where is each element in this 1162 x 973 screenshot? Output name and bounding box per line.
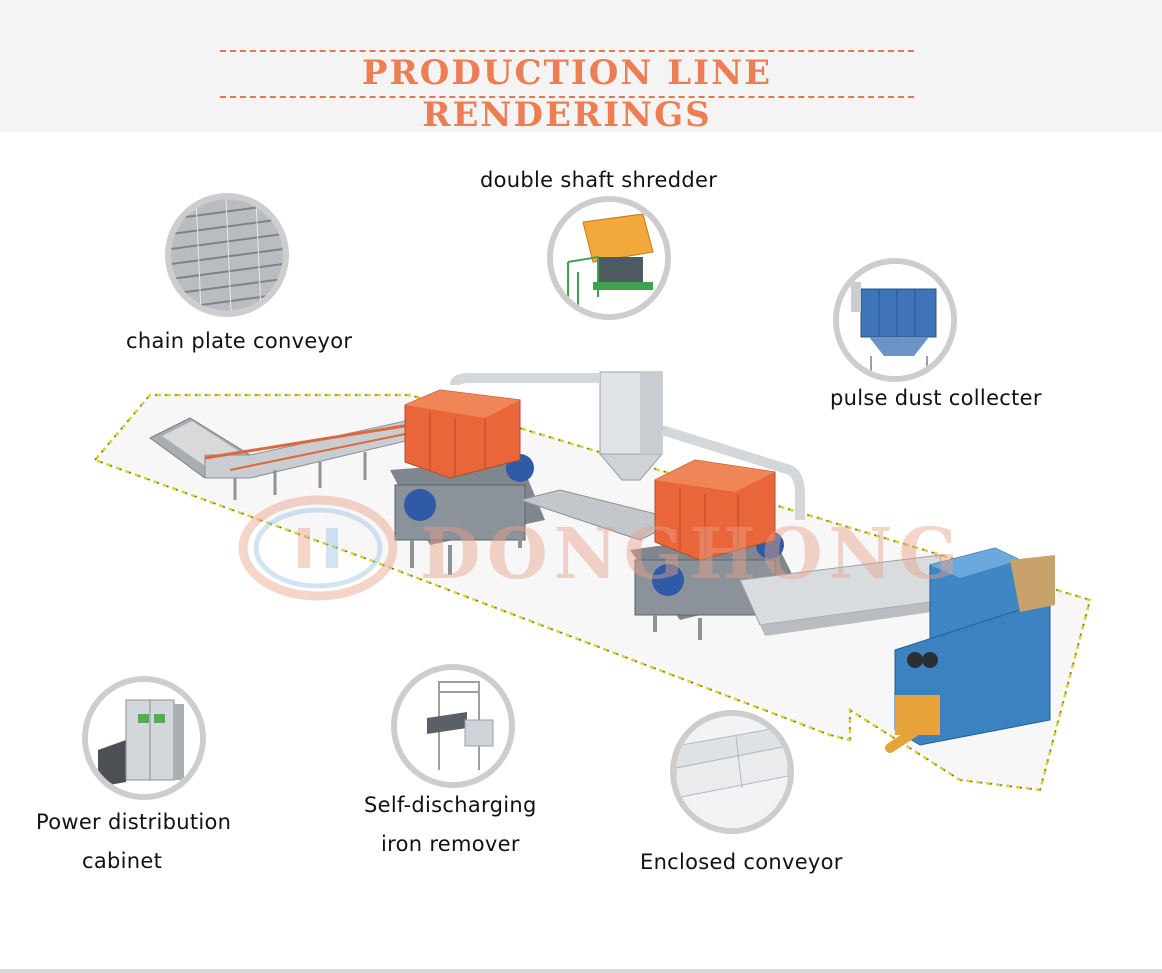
pulse-dust-collector-thumbnail [833,258,957,382]
dust-collector-image [839,264,951,376]
shredder-machine-1 [390,389,545,575]
iron-remover-label-line2: iron remover [381,832,520,856]
chain-plate-conveyor-label: chain plate conveyor [126,329,353,353]
floor-boundary [92,393,1092,792]
header-band [0,0,1162,132]
pulse-dust-collecter-label: pulse dust collecter [830,386,1042,410]
power-distribution-cabinet-thumbnail [82,676,206,800]
baler-machine [885,547,1055,753]
watermark-logo: DONGHONG [238,495,964,601]
iron-remover-thumbnail [391,664,515,788]
chain-plate-conveyor-machine [149,417,411,500]
power-distribution-label-line1: Power distribution [36,810,232,834]
chain-plate-image [171,199,283,311]
chain-plate-conveyor-thumbnail [165,193,289,317]
shredder-machine-2 [630,459,800,640]
power-distribution-label-line2: cabinet [82,849,163,873]
double-shaft-shredder-thumbnail [547,196,671,320]
double-shaft-shredder-label: double shaft shredder [480,168,718,192]
shredder-image [553,202,665,314]
page-title: PRODUCTION LINE RENDERINGS [220,50,914,135]
dust-collector-machine [450,371,805,520]
bottom-divider [0,969,1162,973]
iron-remover-image [397,670,509,782]
enclosed-conveyor-label: Enclosed conveyor [640,850,843,874]
enclosed-conveyor-image [676,716,788,828]
enclosed-conveyor-thumbnail [670,710,794,834]
cabinet-image [88,682,200,794]
iron-remover-label-line1: Self-discharging [364,793,537,817]
svg-text:DONGHONG: DONGHONG [420,512,964,595]
